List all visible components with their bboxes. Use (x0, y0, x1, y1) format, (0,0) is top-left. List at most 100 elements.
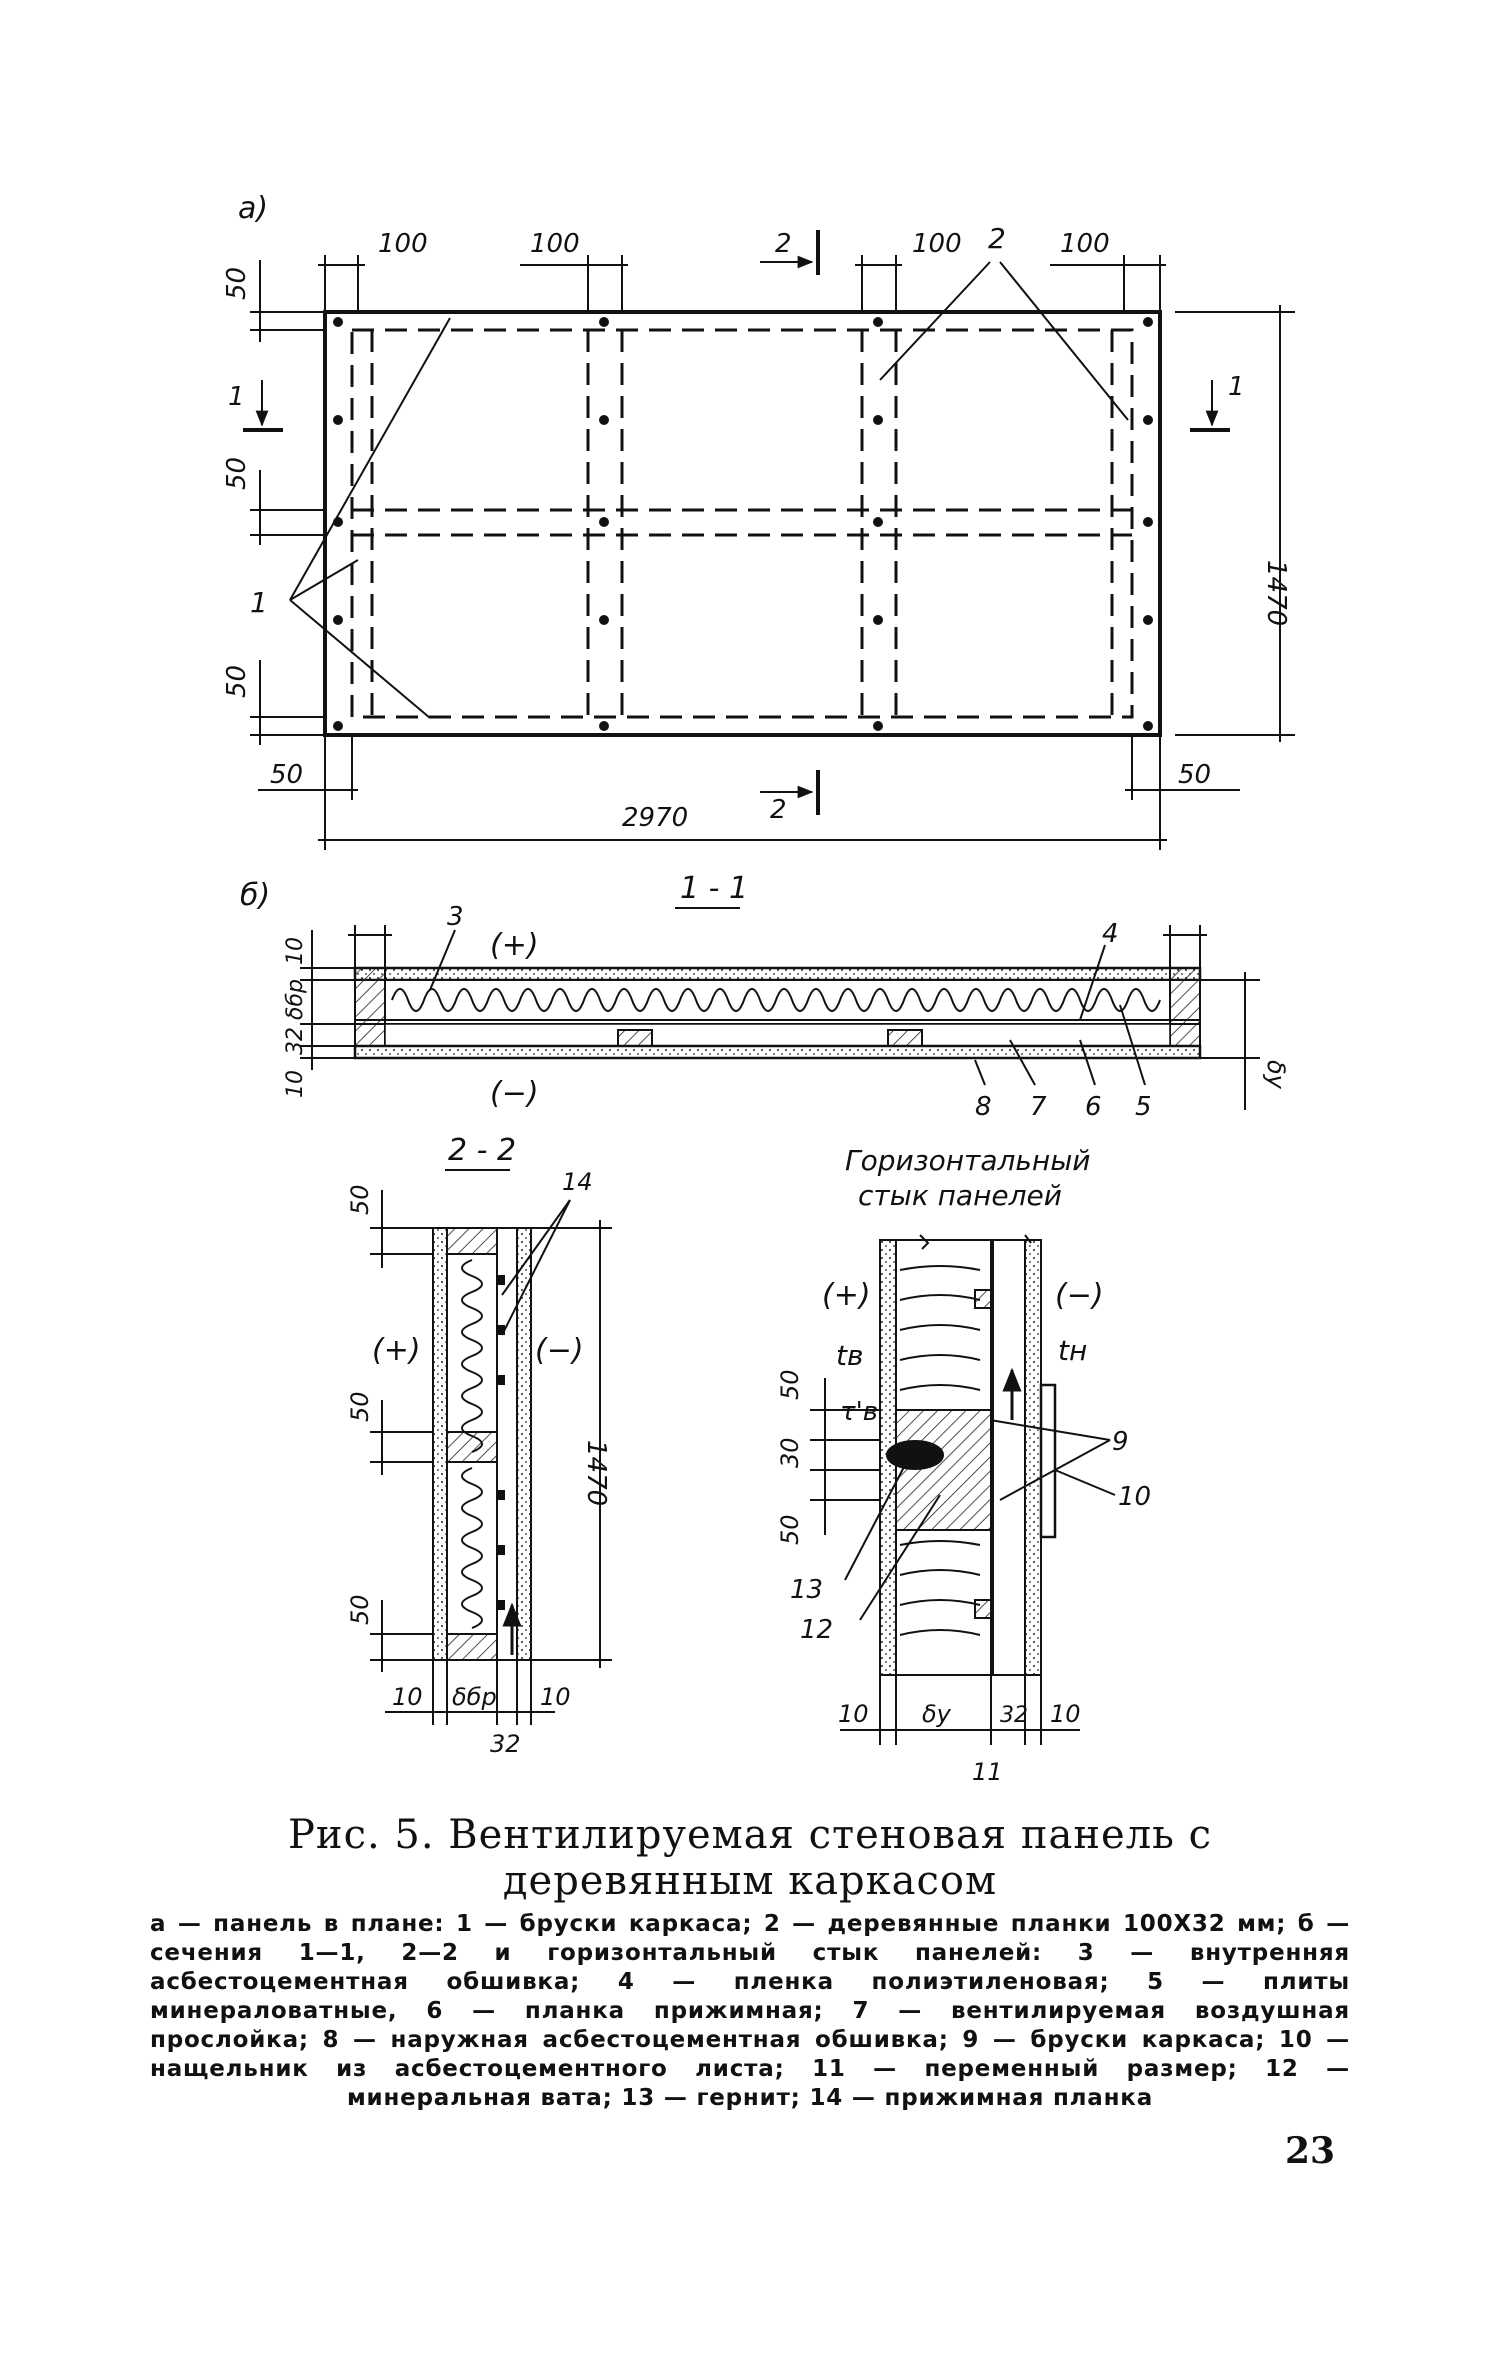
air-gap (384, 1023, 1171, 1047)
plan-section-1-left: 1 (228, 382, 245, 412)
joint-dim-11: 11 (972, 1758, 1003, 1786)
pressure-strip-2 (887, 1029, 923, 1047)
section-11-dim-10-bottom: 10 (283, 1070, 308, 1098)
section-22-dim-10-left: 10 (392, 1683, 423, 1711)
joint-t-n: tн (1058, 1334, 1087, 1367)
joint-labels: (+) (−) tв tн τ'в 50 30 50 10 δу 32 10 1… (776, 1278, 1151, 1786)
section-11-callout-8: 8 (975, 1092, 992, 1122)
joint-dim-50-top: 50 (776, 1369, 804, 1400)
mineral-wool-layer (354, 979, 1201, 1021)
callout-1: 1 (250, 586, 268, 619)
section-11-dim-32: 32 (283, 1027, 308, 1055)
callout-1-leaders (289, 317, 451, 719)
section-11-drawing (300, 925, 1260, 1110)
section-11-labels: (+) (−) 10 δбр 32 10 δу 3 4 8 7 6 5 (283, 902, 1290, 1122)
figure-caption: Рис. 5. Вентилируемая стеновая панель с … (150, 1812, 1350, 2113)
section-22-dim-50-top: 50 (346, 1184, 374, 1215)
plan-section-1-right: 1 (1228, 372, 1245, 402)
joint-callout-10: 10 (1118, 1482, 1151, 1512)
joint-dim-10-right: 10 (1050, 1700, 1081, 1728)
joint-dim-30: 30 (776, 1437, 804, 1468)
plan-dim-top-1: 100 (378, 229, 428, 259)
s22-air-gap (496, 1227, 518, 1661)
plan-dim-height: 1470 (1261, 560, 1291, 626)
section-22-callout-14: 14 (562, 1168, 593, 1196)
section-11-plus: (+) (490, 928, 539, 963)
joint-dim-10-left: 10 (838, 1700, 869, 1728)
pressure-strip-1 (617, 1029, 653, 1047)
joint-frame-bars (895, 1409, 992, 1531)
section-22-dim-50-bottom: 50 (346, 1594, 374, 1625)
section-22-dim-height: 1470 (581, 1440, 611, 1506)
gernite-seal (886, 1440, 944, 1470)
frame-bar-left (354, 967, 386, 1047)
plan-dim-top-2: 100 (530, 229, 580, 259)
plan-dim-bottom-right: 50 (1178, 760, 1211, 790)
section-11-callout-3: 3 (447, 902, 464, 932)
plan-dim-top-4: 100 (1060, 229, 1110, 259)
frame-bars-dashed (350, 328, 1134, 719)
joint-dim-32: 32 (1000, 1703, 1028, 1728)
section-11-title: 1 - 1 (680, 871, 748, 906)
joint-air-gap (992, 1239, 1026, 1676)
plan-outline (323, 310, 1162, 737)
callout-2-leaders (879, 261, 1129, 421)
callout-2: 2 (988, 222, 1006, 255)
inner-sheathing (353, 966, 1202, 982)
plan-section-2-top: 2 (775, 229, 792, 259)
section-markers (243, 230, 1230, 815)
plan-dim-left-3: 50 (222, 665, 252, 698)
plan-dim-left-1: 50 (222, 267, 252, 300)
joint-drawing (810, 1234, 1116, 1745)
section-22-minus: (−) (535, 1333, 584, 1368)
caption-title: Рис. 5. Вентилируемая стеновая панель с … (288, 1812, 1212, 1904)
joint-plus: (+) (822, 1278, 871, 1313)
section-11-callout-7: 7 (1030, 1092, 1047, 1122)
wool-squiggle (391, 988, 1161, 1012)
plan-dim-length: 2970 (622, 803, 688, 833)
section-11-dim-dbr: δбр (283, 979, 308, 1020)
joint-dim-du: δу (922, 1700, 952, 1728)
label-b: б) (240, 878, 270, 913)
plan-dim-bottom-left: 50 (270, 760, 303, 790)
label-a: а) (238, 191, 268, 226)
s22-outer-sheathing (516, 1227, 532, 1661)
plan-labels: 100 100 100 100 50 50 50 50 50 2970 1470… (222, 222, 1291, 833)
plan-dimensions (250, 255, 1295, 850)
plan-dim-top-3: 100 (912, 229, 962, 259)
joint-callout-13: 13 (790, 1575, 823, 1605)
section-11-callout-4: 4 (1102, 919, 1119, 949)
section-11-dim-du: δу (1262, 1060, 1290, 1090)
page-number: 23 (1285, 2130, 1336, 2172)
plan-dim-left-2: 50 (222, 457, 252, 490)
joint-tau-v: τ'в (840, 1397, 878, 1427)
technical-drawing: а) (222, 191, 1295, 1786)
outer-sheathing (353, 1044, 1202, 1060)
joint-outer-sheathing (1024, 1239, 1042, 1676)
fastener-dots (333, 317, 1153, 731)
joint-callout-9: 9 (1112, 1427, 1129, 1457)
section-11-callout-5: 5 (1135, 1092, 1152, 1122)
caption-body: а — панель в плане: 1 — бруски каркаса; … (150, 1911, 1350, 2111)
section-arrows (255, 255, 1219, 799)
plan-view (243, 230, 1295, 850)
joint-t-v: tв (836, 1339, 863, 1372)
joint-title-line2: стык панелей (858, 1179, 1062, 1212)
s22-inner-sheathing (432, 1227, 448, 1661)
joint-title-line1: Горизонтальный (845, 1144, 1091, 1177)
section-22-drawing (370, 1190, 612, 1725)
section-22-plus: (+) (372, 1333, 421, 1368)
joint-dim-50-bottom: 50 (776, 1514, 804, 1545)
section-11-dim-10-top: 10 (283, 937, 308, 965)
joint-callout-12: 12 (800, 1615, 833, 1645)
frame-bar-right (1169, 967, 1201, 1047)
section-11-minus: (−) (490, 1076, 539, 1111)
section-22-title: 2 - 2 (448, 1133, 516, 1168)
section-22-dim-10-right: 10 (540, 1683, 571, 1711)
joint-cover-strip (1039, 1383, 1057, 1539)
joint-minus: (−) (1055, 1278, 1104, 1313)
section-11-callout-6: 6 (1085, 1092, 1102, 1122)
section-22-dim-32: 32 (490, 1730, 521, 1758)
section-22-labels: 14 (+) (−) 50 50 50 1470 10 δбр 10 32 (346, 1168, 611, 1758)
